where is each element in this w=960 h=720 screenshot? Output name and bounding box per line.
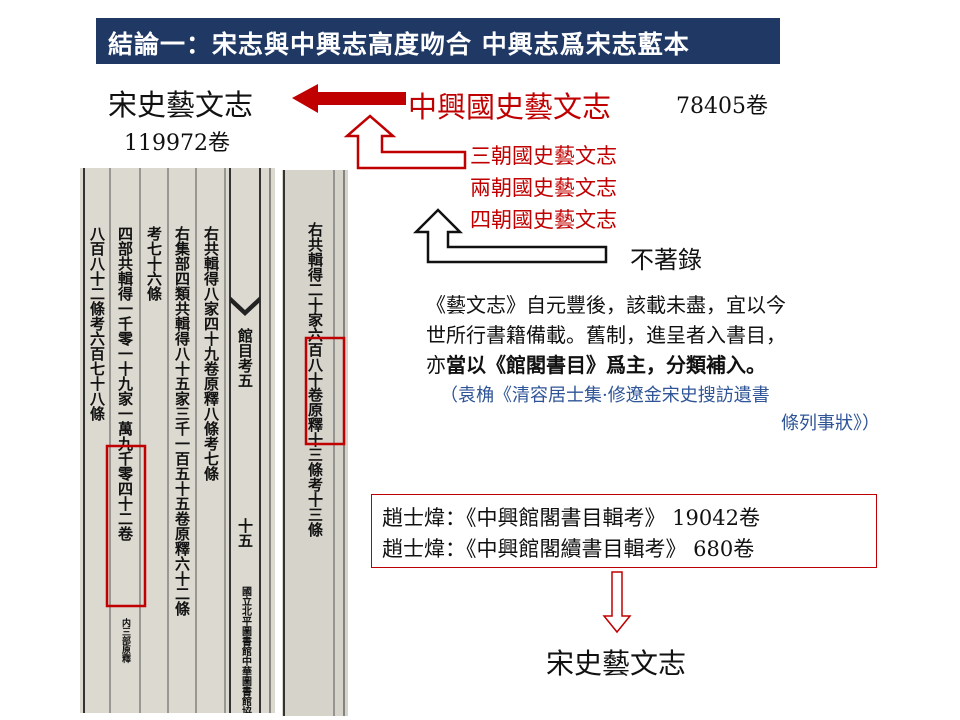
title-bar: 結論一：宋志與中興志高度吻合 中興志爲宋志藍本 (96, 18, 780, 64)
scanned-page-right-svg: 右共輯得二十家六百八十卷原釋十三條考十三條 (282, 170, 348, 716)
highlight-box-right (304, 336, 346, 446)
quote-source-line: 條列事狀》） (781, 413, 880, 434)
zhao-line: 趙士煒：《中興館閣書目輯考》 19042卷 (382, 506, 760, 530)
red-hollow-arrow-icon (343, 114, 467, 170)
scan-col-3: 考七十六條 (145, 225, 163, 302)
quote-line: 《藝文志》自元豐後，該載未盡，宜以今 (426, 293, 786, 317)
scan-col-4-note: 内三部原釋 (120, 617, 131, 664)
scanned-page-left: 右共輯得八家四十九卷原釋八條考七條 右集部四類共輯得八十五家三千一百五十五卷原釋… (80, 168, 275, 713)
scan-page-number: 十五 (236, 517, 254, 548)
source-history-item: 四朝國史藝文志 (470, 208, 617, 232)
scan-col-4: 四部共輯得一千零一十九家一萬九千零四十二卷 (116, 226, 134, 542)
bottom-song-shi-label: 宋史藝文志 (546, 647, 687, 680)
quote-source-line: （袁桷《清容居士集·修遼金宋史搜訪遺書 (440, 385, 770, 406)
black-hollow-arrow-icon (412, 208, 608, 264)
scanned-page-right: 右共輯得二十家六百八十卷原釋十三條考十三條 (282, 170, 348, 716)
highlight-box-left (105, 444, 147, 608)
quote-line-prefix: 亦 (426, 353, 446, 377)
scan-col-2: 右集部四類共輯得八十五家三千一百五十五卷原釋六十二條 (173, 225, 191, 617)
zhongxing-count: 78405卷 (676, 94, 768, 119)
zhongxing-label: 中興國史藝文志 (408, 90, 612, 124)
source-history-item: 三朝國史藝文志 (470, 144, 617, 168)
slide-title: 結論一：宋志與中興志高度吻合 中興志爲宋志藍本 (108, 30, 690, 59)
scan-col-5: 八百八十二條考六百七十八條 (88, 226, 106, 422)
scan-right-col: 右共輯得二十家六百八十卷原釋十三條考十三條 (306, 221, 324, 538)
scan-col-1: 右共輯得八家四十九卷原釋八條考七條 (202, 225, 220, 482)
quote-block: 《藝文志》自元豐後，該載未盡，宜以今 世所行書籍備載。舊制，進呈者入書目， 亦當… (426, 290, 786, 380)
scan-publisher: 國立北平圖書館中華圖書館協會 (240, 586, 253, 713)
quote-line: 亦當以《館閣書目》爲主，分類補入。 (426, 350, 786, 380)
scan-tab-label: 館目考五 (236, 327, 254, 388)
quote-line-bold: 當以《館閣書目》爲主，分類補入。 (446, 353, 766, 377)
zhao-shiwei-box: 趙士煒：《中興館閣書目輯考》 19042卷 趙士煒：《中興館閣續書目輯考》 68… (371, 494, 877, 568)
source-history-list: 三朝國史藝文志 兩朝國史藝文志 四朝國史藝文志 (470, 140, 617, 236)
song-shi-count: 119972卷 (124, 131, 230, 156)
song-shi-label: 宋史藝文志 (108, 88, 254, 122)
scanned-page-left-svg: 右共輯得八家四十九卷原釋八條考七條 右集部四類共輯得八十五家三千一百五十五卷原釋… (80, 168, 275, 713)
not-recorded-label: 不著錄 (630, 246, 702, 274)
big-red-arrow-icon (292, 84, 406, 113)
quote-source: （袁桷《清容居士集·修遼金宋史搜訪遺書 條列事狀》） (440, 382, 880, 438)
source-history-item: 兩朝國史藝文志 (470, 176, 617, 200)
down-arrow-icon (602, 571, 632, 634)
zhao-line: 趙士煒：《中興館閣續書目輯考》 680卷 (382, 537, 755, 561)
quote-line: 世所行書籍備載。舊制，進呈者入書目， (426, 323, 786, 347)
